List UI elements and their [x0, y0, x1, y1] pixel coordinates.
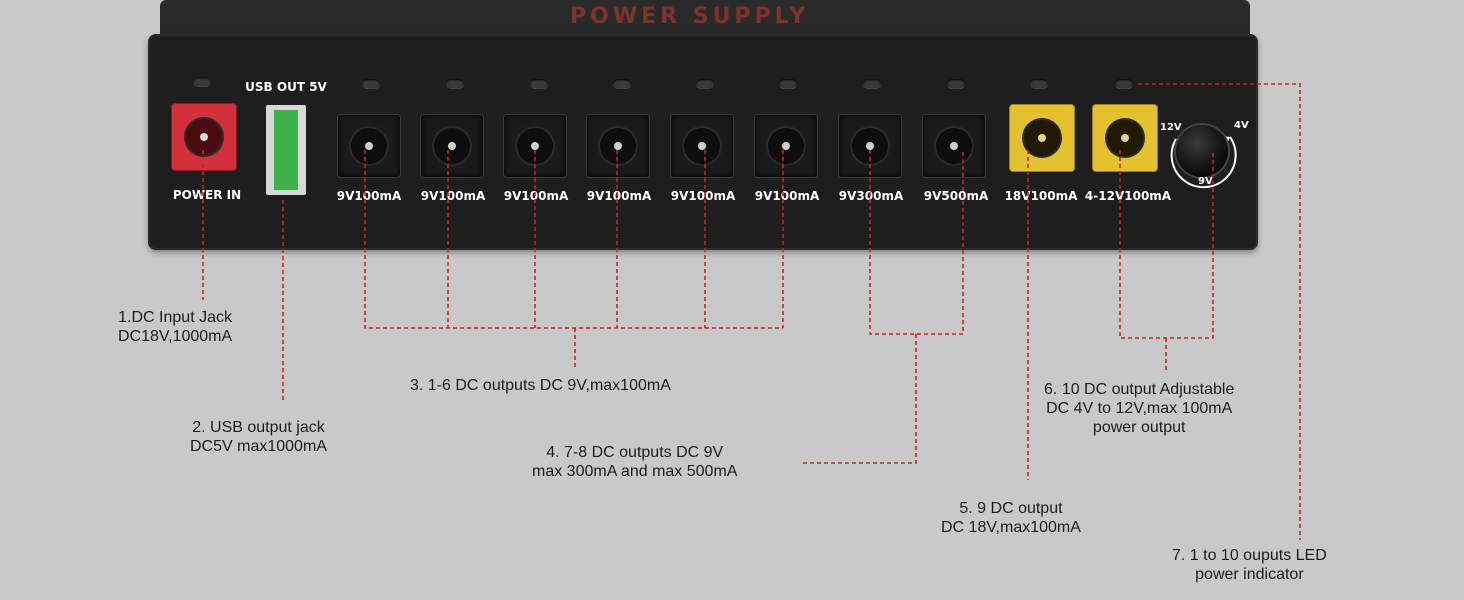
dc-output-jack-adjustable: [1093, 105, 1157, 171]
dc-output-jack: [587, 115, 649, 177]
led-indicator: [362, 79, 380, 88]
knob-label-4v: 4V: [1234, 120, 1249, 131]
port-label: 9V100mA: [503, 189, 569, 203]
port-label: 9V100mA: [586, 189, 652, 203]
port-label: 4-12V100mA: [1084, 189, 1172, 203]
port-label: 9V300mA: [838, 189, 904, 203]
led-indicator: [613, 79, 631, 88]
led-indicator: [779, 79, 797, 88]
brand-text: POWER SUPPLY: [570, 4, 810, 29]
led-indicator: [530, 79, 548, 88]
led-indicator: [193, 77, 211, 86]
led-indicator: [1115, 79, 1133, 88]
voltage-adjust-knob[interactable]: [1176, 125, 1228, 177]
led-indicator: [863, 79, 881, 88]
led-indicator: [696, 79, 714, 88]
device-top-panel: POWER SUPPLY: [160, 0, 1250, 36]
usb-port: [266, 105, 306, 195]
led-indicator: [1030, 79, 1048, 88]
led-indicator: [947, 79, 965, 88]
port-label: 9V100mA: [420, 189, 486, 203]
dc-output-jack-18v: [1010, 105, 1074, 171]
dc-output-jack: [671, 115, 733, 177]
dc-output-jack: [923, 115, 985, 177]
usb-label: USB OUT 5V: [245, 80, 327, 94]
knob-label-9v: 9V: [1198, 176, 1213, 187]
dc-output-jack: [755, 115, 817, 177]
dc-output-jack: [338, 115, 400, 177]
port-label: 9V100mA: [336, 189, 402, 203]
knob-label-12v: 12V: [1160, 122, 1182, 133]
port-label: 9V500mA: [923, 189, 989, 203]
power-in-jack: [172, 104, 236, 170]
port-label: 9V100mA: [670, 189, 736, 203]
power-in-label: POWER IN: [172, 188, 242, 202]
port-label: 18V100mA: [1004, 189, 1078, 203]
led-indicator: [446, 79, 464, 88]
dc-output-jack: [421, 115, 483, 177]
callout-outputs-1-6: 3. 1-6 DC outputs DC 9V,max100mA: [410, 377, 671, 394]
port-label: 9V100mA: [754, 189, 820, 203]
